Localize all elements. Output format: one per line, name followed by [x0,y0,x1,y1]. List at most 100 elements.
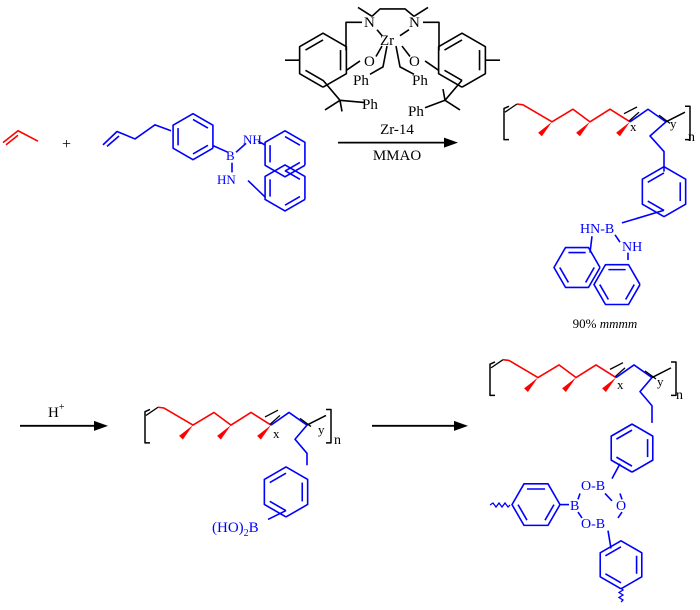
methyl-wedge [217,425,231,440]
double-bond [192,144,209,155]
double-bond [584,267,595,283]
double-bond [605,546,622,557]
wavy-bond [489,501,511,509]
double-bond [192,118,209,129]
boroxine-bond [604,492,613,502]
double-bond [444,39,463,51]
double-bond [284,170,301,181]
methyl-wedge [538,121,552,137]
atom-zr: Zr [380,33,394,49]
cocatalyst-label: MMAO [373,148,422,164]
ch2-bond [423,21,440,51]
benzyl-bond [395,45,415,76]
n-methyl [413,6,429,18]
double-bond [305,39,324,51]
crossing-bond [269,414,281,425]
benzene-ring [263,466,309,518]
bond-zr-o [375,45,383,57]
repeat-y: y [670,116,677,131]
double-bond [444,69,463,82]
boroxine-bond [619,493,623,500]
repeat-y: y [657,374,664,389]
repeat-x: x [630,119,637,134]
coord-bond [399,29,410,37]
double-bond [517,504,528,521]
ch2-bond [345,21,362,51]
double-bond [605,573,622,584]
propylene-backbone [516,103,631,123]
double-bond [284,195,301,206]
catalyst-ring [298,32,348,88]
crossing-bond [658,114,671,124]
methyl-wedge [524,377,538,392]
bond-b-n [614,234,621,243]
side-chain [639,377,653,423]
crossing-bond [264,409,279,418]
repeat-n: n [676,388,683,403]
double-bond [616,429,633,440]
n-methyl [357,6,373,18]
repeat-x: x [617,377,624,392]
double-bond [305,69,324,82]
bond-n-c [247,179,266,198]
end-bond [651,367,672,379]
bond-aryl-b [267,509,287,521]
double-bond [106,135,120,147]
atom-nh: NH [243,132,262,147]
boroxine-bond [617,511,623,519]
coord-bond [376,29,383,37]
repeat-n: n [688,130,695,145]
phenyl-label: Ph [408,104,424,120]
methyl [339,100,343,112]
naphthalene-ring [553,246,601,289]
repeat-x: x [273,426,280,441]
arrow-head [454,420,468,431]
bond-n-c [589,236,593,253]
methyl-wedge [179,425,193,440]
crossing-bond [504,103,518,113]
double-bond [624,284,635,300]
side-chain [294,424,308,466]
butenyl-chain [102,124,172,146]
crossing-bond [490,359,504,369]
repeat-y: y [318,422,325,437]
bracket-left [489,361,496,397]
benzene-ring [599,539,643,590]
arrow-head [444,137,458,148]
crossing-bond [299,417,312,428]
plus-sign: + [62,136,71,153]
crossing-bond [644,370,657,380]
acid-reagent: H+ [48,402,65,421]
boroxine-o-b: O-B [581,479,605,494]
boroxine-bond [577,493,581,500]
phenyl-label: Ph [362,97,378,113]
crossing-bond [145,406,159,416]
bracket-right [685,105,691,141]
benzene-ring [641,165,687,218]
comonomer-backbone [270,411,308,426]
bond-c-o [345,60,361,72]
atom-o: O [364,54,375,70]
methyl-wedge [602,377,616,392]
bond-aryl-b [607,530,612,549]
atom-hn-b: HN-B [580,222,614,237]
end-bond [306,414,327,426]
atom-hn: HN [217,172,236,187]
bracket-right [671,361,677,397]
boroxine-o-b: O-B [581,517,605,532]
phenyl-label: Ph [412,73,428,89]
methyl-wedge [257,425,271,440]
end-bond [665,111,686,123]
bond-aryl-b [621,209,665,224]
benzyl-bond [369,45,388,75]
double-bond [647,172,665,184]
crossing-bond [628,111,640,122]
repeat-n: n [334,433,341,448]
bond-b-n [235,142,247,153]
atom-n: N [364,15,375,31]
methyl-wedge [616,121,630,137]
boroxine-bond [577,511,583,519]
methyl-wedge [576,121,590,137]
naphthalene-ring [264,130,306,178]
